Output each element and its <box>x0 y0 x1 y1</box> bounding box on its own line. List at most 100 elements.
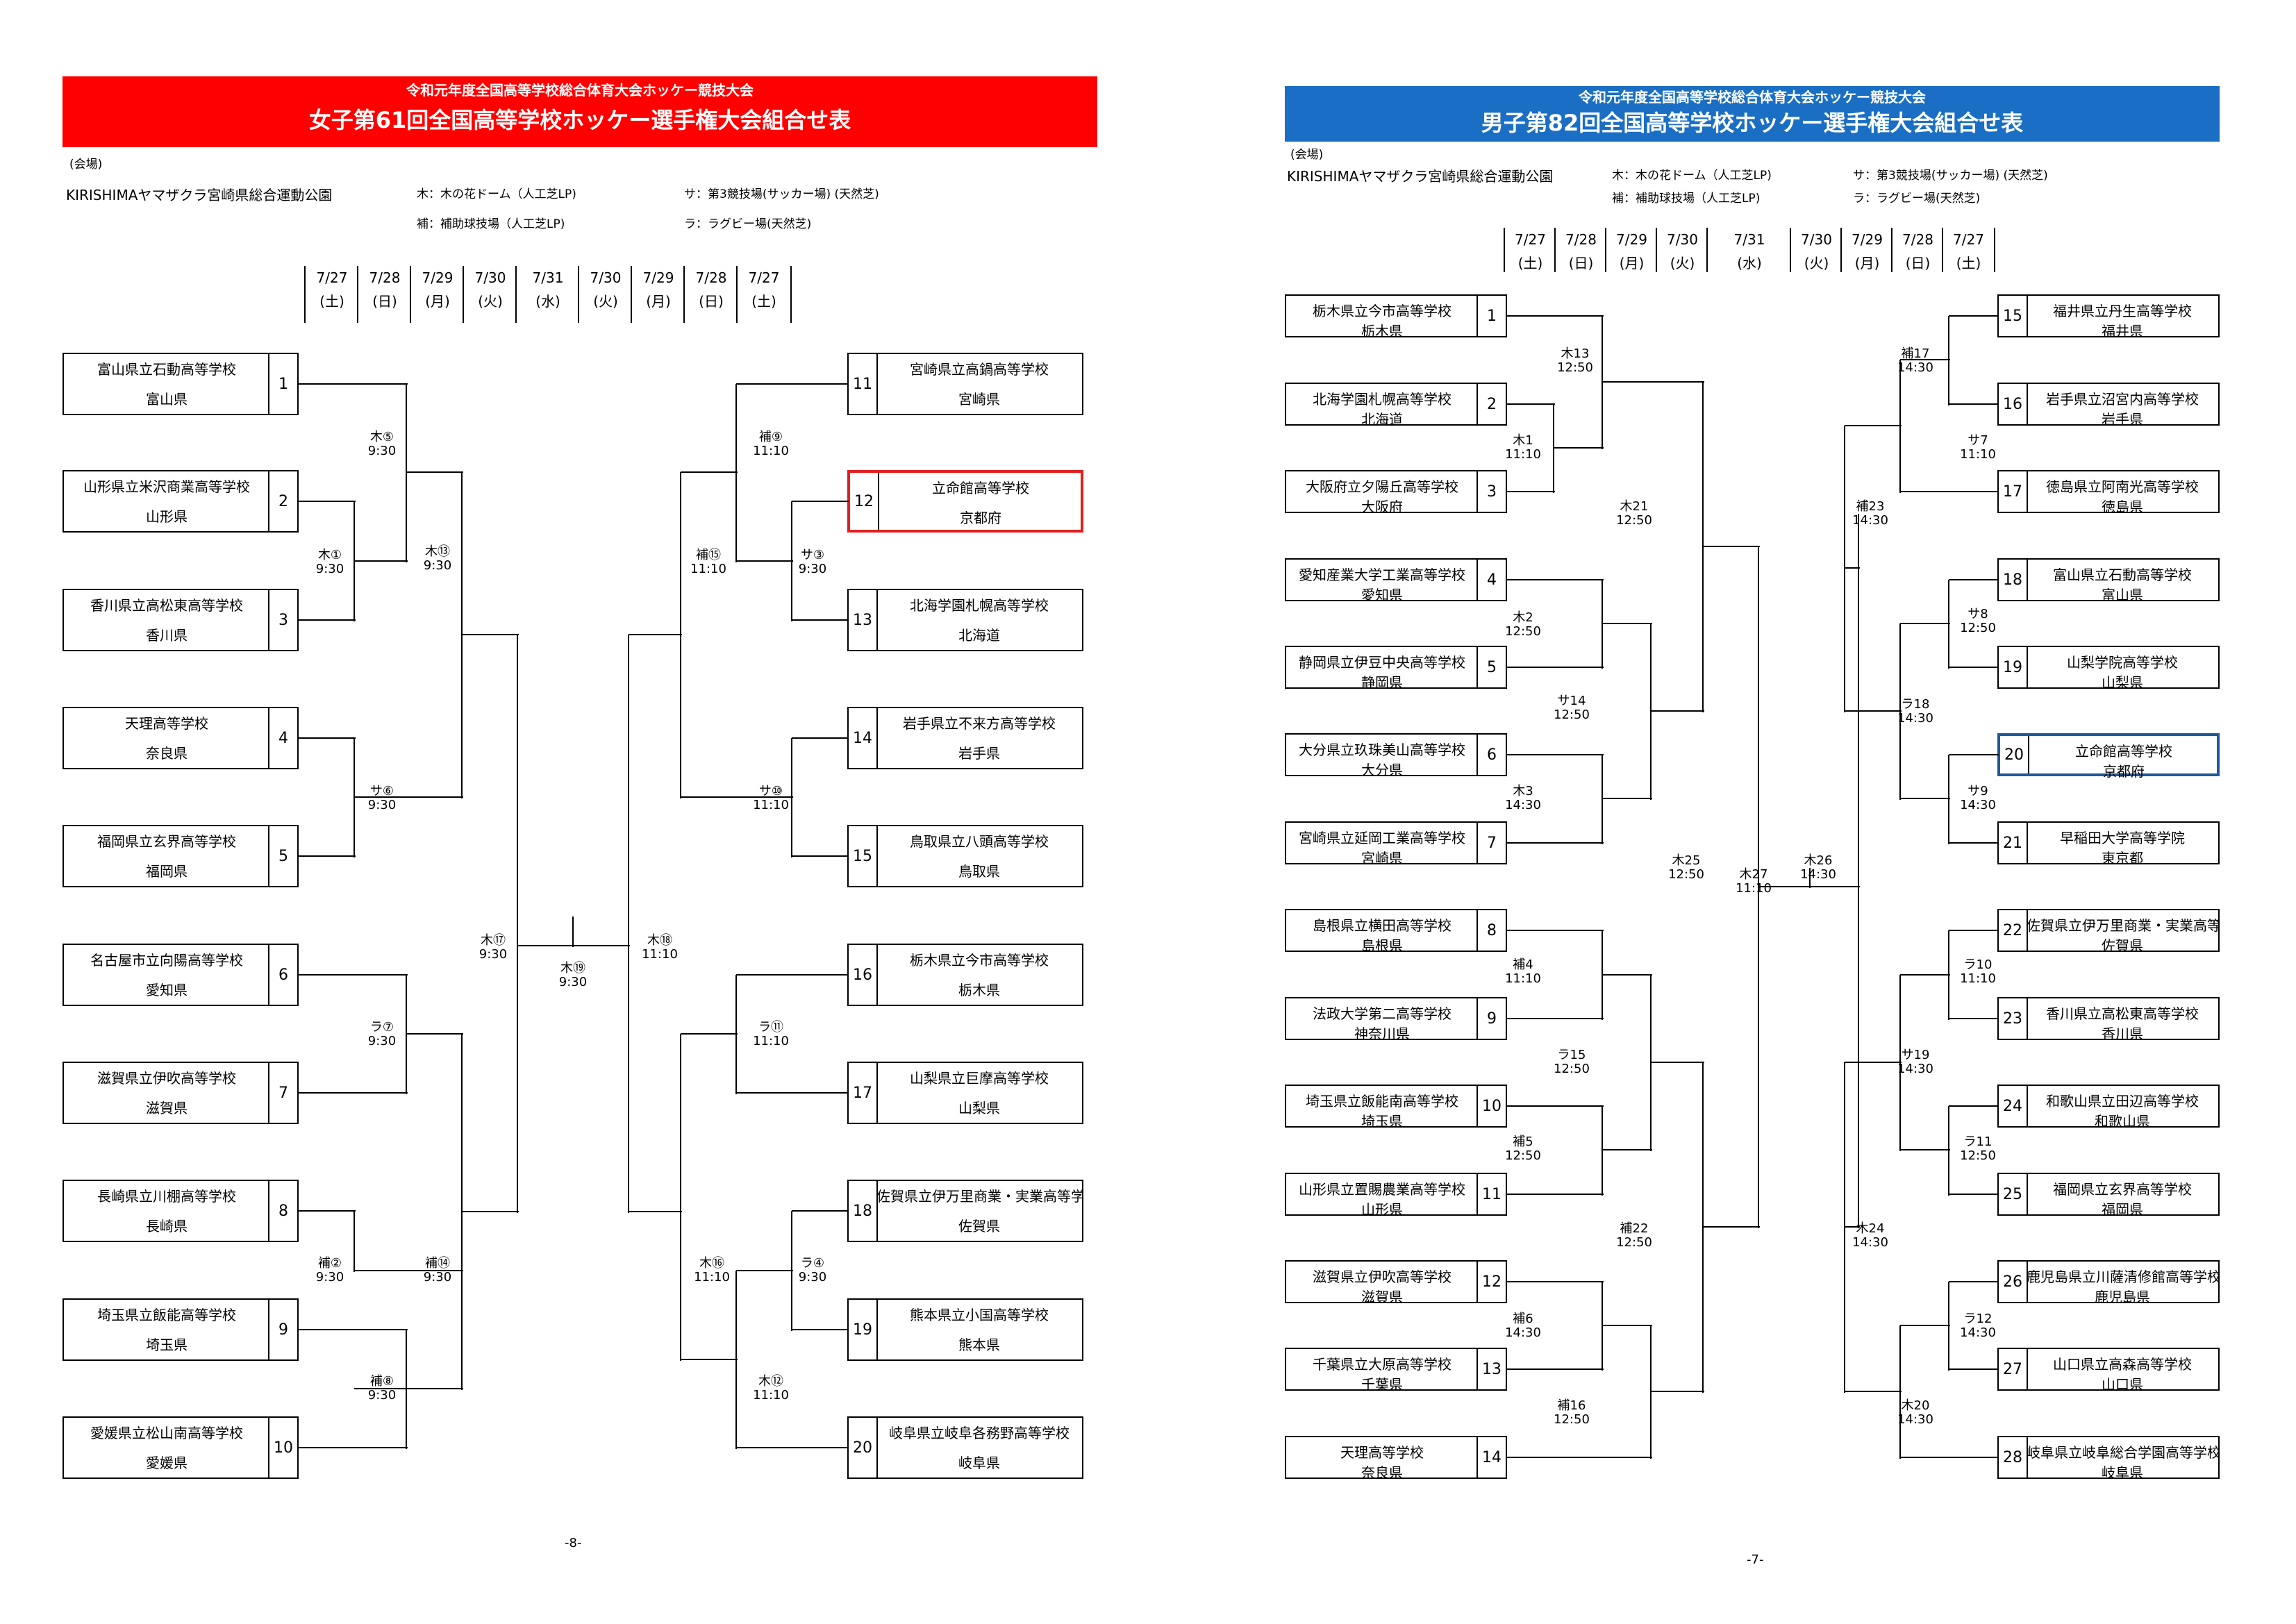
match-time: 9:30 <box>479 947 508 962</box>
match-time: 14:30 <box>1897 1412 1933 1427</box>
venue-legend-sa: サ：第3競技場(サッカー場) (天然芝) <box>1853 169 2048 183</box>
venue-legend-ra: ラ：ラグビー場(天然芝) <box>1853 192 1981 206</box>
match-code: 木27 <box>1739 867 1768 882</box>
match-time: 11:10 <box>1736 881 1772 896</box>
bracket-line <box>736 1447 849 1448</box>
date-column: 7/28(日) <box>1891 228 1943 272</box>
date: 7/28 <box>1565 231 1597 248</box>
bracket-line <box>1900 1325 1950 1326</box>
match-code: 補16 <box>1557 1398 1586 1413</box>
team-name: 島根県立横田高等学校 <box>1313 917 1451 934</box>
bracket-line <box>736 1270 793 1271</box>
date-column: 7/29(月) <box>1840 228 1892 272</box>
venue-legend-ra: ラ：ラグビー場(天然芝) <box>684 217 812 231</box>
team-name: 富山県立石動高等学校 <box>2053 567 2192 583</box>
team-box: 佐賀県立伊万里商業・実業高等学校佐賀県22 <box>1997 909 2220 954</box>
date-column: 7/27(土) <box>304 266 358 323</box>
bracket-line <box>299 1329 408 1330</box>
bracket-line <box>1949 1105 1999 1107</box>
team-prefecture: 東京都 <box>2102 850 2143 867</box>
match-time: 12:50 <box>1960 1148 1996 1163</box>
bracket-line <box>354 1388 408 1389</box>
team-prefecture: 山形県 <box>1361 1201 1403 1218</box>
team-prefecture: 奈良県 <box>1361 1464 1403 1481</box>
bracket-line <box>1899 1325 1901 1459</box>
bracket-line <box>353 738 355 857</box>
match-time: 11:10 <box>753 444 789 458</box>
team-prefecture: 徳島県 <box>2102 499 2143 515</box>
venue-legend-ki: 木：木の花ドーム（人工芝LP) <box>417 187 576 201</box>
date: 7/30 <box>474 269 506 286</box>
bracket-line <box>299 501 356 502</box>
team-name: 山形県立置賜農業高等学校 <box>1299 1181 1465 1198</box>
bracket-line <box>628 635 629 1213</box>
seed-number: 11 <box>1476 1174 1506 1214</box>
match-code: 補23 <box>1856 499 1885 514</box>
bracket-line <box>1758 546 1759 1228</box>
seed-number: 16 <box>1999 384 2028 424</box>
date: 7/28 <box>695 269 727 286</box>
seed-number: 14 <box>849 708 878 768</box>
bracket-line <box>1507 842 1604 844</box>
team-name: 宮崎県立高鍋高等学校 <box>910 361 1049 378</box>
team-prefecture: 島根県 <box>1361 937 1403 954</box>
seed-number: 25 <box>1999 1174 2028 1214</box>
bracket-line <box>1845 425 1902 426</box>
match-code: サ9 <box>1968 784 1988 798</box>
bracket-line <box>517 945 630 946</box>
date-column: 7/30(火) <box>1790 228 1842 272</box>
team-name: 佐賀県立伊万里商業・実業高等学校 <box>2027 917 2218 934</box>
match-code: ラ④ <box>800 1256 825 1271</box>
team-prefecture: 岐阜県 <box>2102 1464 2143 1481</box>
team-name: 天理高等学校 <box>125 715 208 732</box>
date-column: 7/31(水) <box>1706 228 1791 272</box>
date-column: 7/29(月) <box>410 266 464 323</box>
bracket-line <box>1602 316 1603 449</box>
team-prefecture: 北海道 <box>958 627 1000 644</box>
weekday: (月) <box>1619 255 1645 271</box>
bracket-line <box>1899 623 1901 800</box>
bracket-line <box>1602 1325 1652 1326</box>
seed-number: 6 <box>268 945 297 1005</box>
match-time: 11:10 <box>753 1034 789 1048</box>
seed-number: 9 <box>268 1300 297 1359</box>
match-code: ラ15 <box>1557 1048 1586 1062</box>
bracket-line <box>1602 623 1652 624</box>
match-code: 補22 <box>1620 1221 1649 1236</box>
weekday: (日) <box>699 293 724 310</box>
seed-number: 17 <box>849 1063 878 1123</box>
team-name: 福岡県立玄界高等学校 <box>2053 1181 2192 1198</box>
match-time: 12:50 <box>1505 1148 1541 1163</box>
team-name: 埼玉県立飯能南高等学校 <box>1306 1093 1458 1110</box>
team-prefecture: 山梨県 <box>2102 674 2143 691</box>
seed-number: 8 <box>268 1181 297 1241</box>
men-title-banner: 令和元年度全国高等学校総合体育大会ホッケー競技大会 男子第82回全国高等学校ホッ… <box>1285 86 2220 142</box>
bracket-line <box>681 1033 738 1035</box>
bracket-line <box>1602 1149 1652 1150</box>
team-prefecture: 静岡県 <box>1361 674 1403 691</box>
bracket-line <box>1845 1226 1860 1228</box>
bracket-line <box>406 471 463 473</box>
team-prefecture: 滋賀県 <box>1361 1289 1403 1305</box>
match-time: 12:50 <box>1616 1235 1652 1250</box>
seed-number: 28 <box>1999 1437 2028 1477</box>
team-prefecture: 大阪府 <box>1361 499 1403 515</box>
